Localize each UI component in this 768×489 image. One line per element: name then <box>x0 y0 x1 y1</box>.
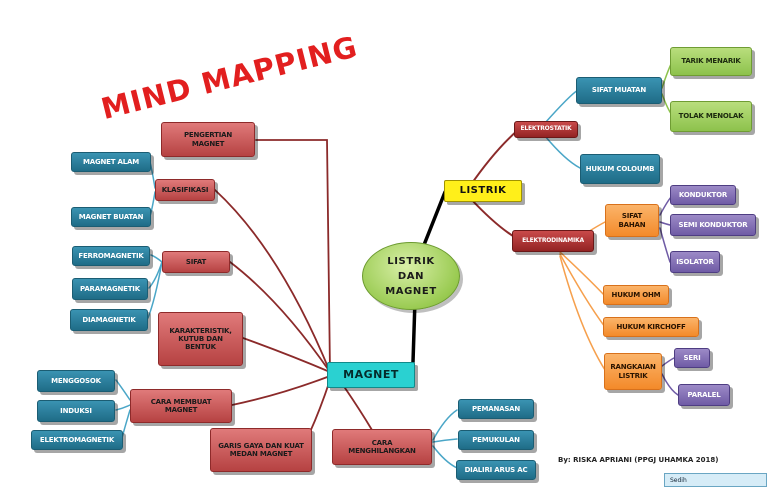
center-line-1: LISTRIK <box>387 255 435 267</box>
diamagnetik-node[interactable]: DIAMAGNETIK <box>70 309 148 331</box>
cara-menghilangkan-node[interactable]: CARA MENGHILANGKAN <box>332 429 432 465</box>
magnet-buatan-node[interactable]: MAGNET BUATAN <box>71 207 151 227</box>
karakteristik-line-1: KARAKTERISTIK, <box>169 326 232 335</box>
klasifikasi-node[interactable]: KLASIFIKASI <box>155 179 215 201</box>
garis-gaya-line-2: MEDAN MAGNET <box>229 450 293 458</box>
elektrostatik-node[interactable]: ELEKTROSTATIK <box>514 121 578 138</box>
garis-gaya-node[interactable]: GARIS GAYA DAN KUAT MEDAN MAGNET <box>210 428 312 472</box>
tarik-menarik-node[interactable]: TARIK MENARIK <box>670 47 752 76</box>
pemukulan-node[interactable]: PEMUKULAN <box>458 430 534 450</box>
cara-membuat-line-1: CARA MEMBUAT <box>150 397 212 406</box>
center-node[interactable]: LISTRIK DAN MAGNET <box>362 242 460 310</box>
tolak-menolak-node[interactable]: TOLAK MENOLAK <box>670 101 752 132</box>
ferromagnetik-node[interactable]: FERROMAGNETIK <box>72 246 150 266</box>
cara-menghilangkan-line-1: CARA <box>371 438 393 447</box>
induksi-node[interactable]: INDUKSI <box>37 400 115 422</box>
sifat-node[interactable]: SIFAT <box>162 251 230 273</box>
garis-gaya-line-1: GARIS GAYA DAN KUAT <box>218 441 304 450</box>
cara-membuat-node[interactable]: CARA MEMBUAT MAGNET <box>130 389 232 423</box>
hukum-coloumb-node[interactable]: HUKUM COLOUMB <box>580 154 660 184</box>
pengertian-line-2: MAGNET <box>191 139 225 148</box>
cara-membuat-line-2: MAGNET <box>164 406 198 414</box>
seri-node[interactable]: SERI <box>674 348 710 368</box>
sifat-bahan-node[interactable]: SIFAT BAHAN <box>605 204 659 237</box>
rangkaian-listrik-node[interactable]: RANGKAIAN LISTRIK <box>604 353 662 390</box>
karakteristik-line-3: BENTUK <box>185 343 216 352</box>
magnet-alam-node[interactable]: MAGNET ALAM <box>71 152 151 172</box>
hukum-kirchoff-node[interactable]: HUKUM KIRCHOFF <box>603 317 699 337</box>
elektrodinamika-node[interactable]: ELEKTRODINAMIKA <box>512 230 594 252</box>
author-credit: By: RISKA APRIANI (PPGJ UHAMKA 2018) <box>558 456 719 464</box>
magnet-node[interactable]: MAGNET <box>327 362 415 388</box>
elektromagnetik-node[interactable]: ELEKTROMAGNETIK <box>31 430 123 450</box>
hukum-ohm-node[interactable]: HUKUM OHM <box>603 285 669 305</box>
pemanasan-node[interactable]: PEMANASAN <box>458 399 534 419</box>
status-box[interactable]: Sedih <box>664 473 767 487</box>
cara-menghilangkan-line-2: MENGHILANGKAN <box>348 447 416 455</box>
pengertian-magnet-node[interactable]: PENGERTIAN MAGNET <box>161 122 255 157</box>
sifat-bahan-line-2: BAHAN <box>618 220 646 229</box>
listrik-node[interactable]: LISTRIK <box>444 180 522 202</box>
isolator-node[interactable]: ISOLATOR <box>670 251 720 273</box>
center-line-2: DAN <box>397 270 425 282</box>
semi-konduktor-node[interactable]: SEMI KONDUKTOR <box>670 214 756 236</box>
dialiri-arus-ac-node[interactable]: DIALIRI ARUS AC <box>456 460 536 480</box>
sifat-bahan-line-1: SIFAT <box>621 212 643 221</box>
sifat-muatan-node[interactable]: SIFAT MUATAN <box>576 77 662 104</box>
center-line-3: MAGNET <box>385 285 437 297</box>
konduktor-node[interactable]: KONDUKTOR <box>670 185 736 205</box>
menggosok-node[interactable]: MENGGOSOK <box>37 370 115 392</box>
karakteristik-line-2: KUTUB DAN <box>178 334 223 343</box>
pengertian-line-1: PENGERTIAN <box>183 131 233 140</box>
rangkaian-line-2: LISTRIK <box>618 371 648 380</box>
rangkaian-line-1: RANGKAIAN <box>610 363 656 372</box>
karakteristik-node[interactable]: KARAKTERISTIK, KUTUB DAN BENTUK <box>158 312 243 366</box>
paramagnetik-node[interactable]: PARAMAGNETIK <box>72 278 148 300</box>
paralel-node[interactable]: PARALEL <box>678 384 730 406</box>
